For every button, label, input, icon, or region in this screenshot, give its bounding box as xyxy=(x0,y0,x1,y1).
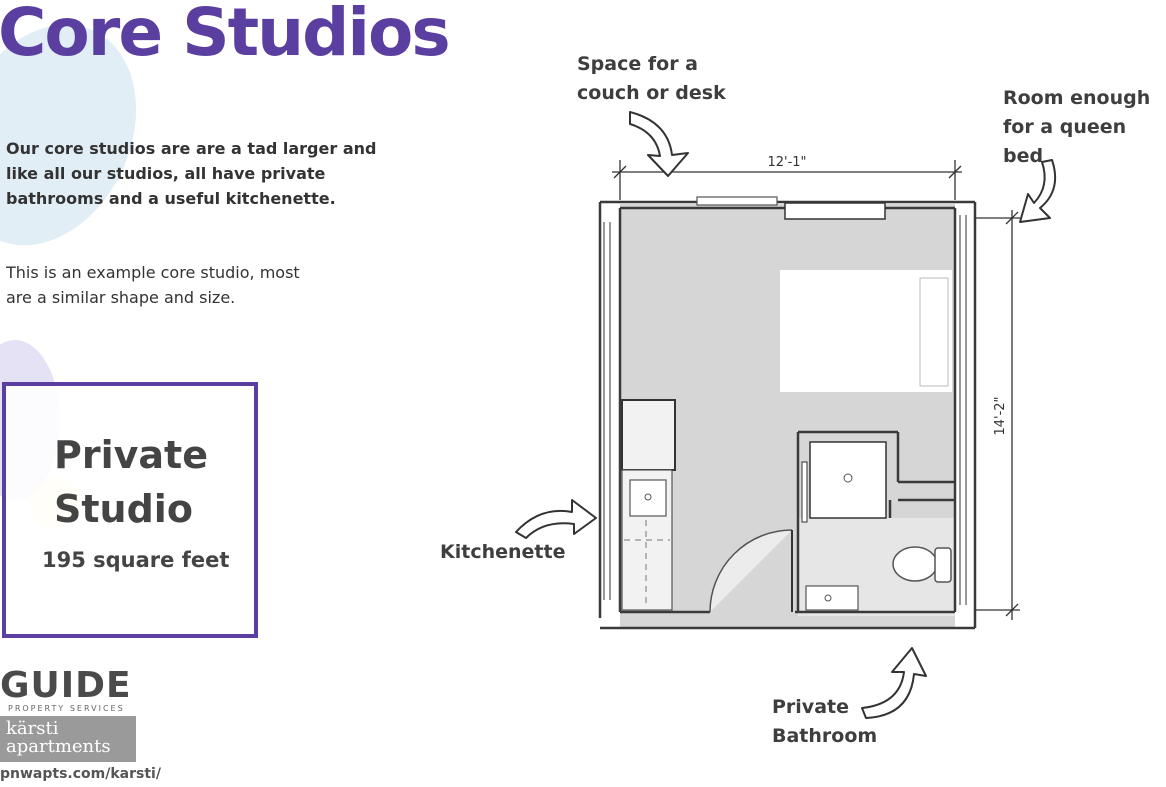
arrow-couch-icon xyxy=(629,111,689,177)
bathroom-walls xyxy=(796,430,955,612)
height-dimension xyxy=(975,210,1020,620)
shower-drain xyxy=(843,473,853,483)
intro-example-note: This is an example core studio, most are… xyxy=(6,263,300,307)
callout-bed-line1: Room enough xyxy=(1003,87,1151,109)
arrow-bed-icon xyxy=(1019,159,1056,223)
guide-logo-subtitle: PROPERTY SERVICES xyxy=(8,704,125,713)
page-title: Core Studios xyxy=(0,0,451,71)
callout-couch-line2: couch or desk xyxy=(577,82,726,104)
callout-bed-line2: for a queen bed xyxy=(1003,116,1127,167)
entry-door-swing xyxy=(709,529,793,613)
intro-description: Our core studios are are a tad larger an… xyxy=(6,139,377,208)
height-dimension-label: 14'-2" xyxy=(993,396,1008,435)
callout-couch-line1: Space for a xyxy=(577,53,698,75)
toilet-tank xyxy=(934,547,952,583)
bathroom-sink xyxy=(805,585,859,611)
callout-kitchenette: Kitchenette xyxy=(440,541,566,563)
callout-private-bathroom: Private Bathroom xyxy=(772,693,877,751)
callout-bath-line2: Bathroom xyxy=(772,725,878,747)
bathroom-sink-drain xyxy=(824,594,832,602)
studio-name: Private Studio xyxy=(54,428,208,536)
exterior-walls xyxy=(598,200,977,630)
callout-bath-line1: Private xyxy=(772,696,849,718)
counter-dashes xyxy=(624,520,670,608)
karsti-logo-line1: kärsti xyxy=(6,718,59,739)
karsti-logo-line2: apartments xyxy=(6,736,111,757)
left-window xyxy=(603,222,611,600)
arrow-bathroom-icon xyxy=(861,647,927,719)
arrow-kitchenette-icon xyxy=(515,499,597,539)
bed-pillows xyxy=(919,277,949,387)
right-window xyxy=(959,215,967,605)
studio-name-line1: Private xyxy=(54,433,208,477)
wall-heater xyxy=(784,202,886,220)
bathroom-door xyxy=(801,461,808,523)
studio-size: 195 square feet xyxy=(42,548,230,572)
website-url[interactable]: pnwapts.com/karsti/ xyxy=(0,766,161,782)
toilet xyxy=(892,546,938,582)
studio-name-line2: Studio xyxy=(54,487,193,531)
studio-info-card xyxy=(2,382,258,638)
karsti-apartments-logo: kärsti apartments xyxy=(0,716,136,762)
top-window xyxy=(696,196,778,206)
guide-logo: GUIDE xyxy=(0,665,132,706)
kitchen-sink xyxy=(629,479,667,517)
refrigerator xyxy=(621,399,676,471)
kitchen-sink-drain xyxy=(644,493,652,501)
callout-queen-bed: Room enough for a queen bed xyxy=(1003,84,1166,171)
callout-couch-desk: Space for a couch or desk xyxy=(577,50,726,108)
shower xyxy=(809,441,887,519)
width-dimension-label: 12'-1" xyxy=(767,155,806,170)
